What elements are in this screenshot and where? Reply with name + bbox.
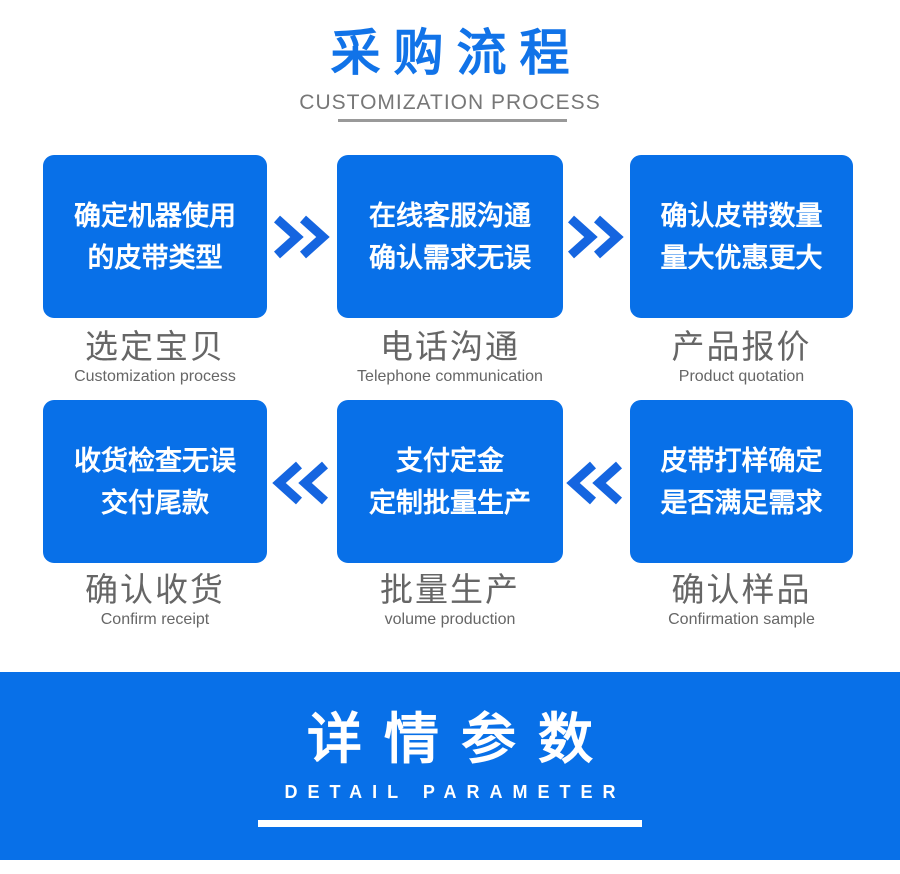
subtitle-underline <box>338 119 567 122</box>
flow-step-box-select-product: 确定机器使用 的皮带类型 <box>43 155 267 318</box>
step-label-cn: 电话沟通 <box>380 328 520 365</box>
flow-step-box-confirm-quantity: 确认皮带数量 量大优惠更大 <box>630 155 853 318</box>
banner-subtitle: DETAIL PARAMETER <box>284 782 626 802</box>
step-text-line: 收货检查无误 <box>74 445 236 476</box>
flow-step-box-pay-deposit: 支付定金 定制批量生产 <box>337 400 563 563</box>
step-label-en: volume production <box>384 611 516 628</box>
step-label-cn: 批量生产 <box>380 571 520 608</box>
step-text-line: 确认皮带数量 <box>660 200 823 231</box>
step-text-line: 确定机器使用 <box>74 200 236 231</box>
step-label-cn: 确认样品 <box>671 571 812 608</box>
step-text-line: 是否满足需求 <box>660 487 823 518</box>
flow-step-box-sample-confirm: 皮带打样确定 是否满足需求 <box>630 400 853 563</box>
step-text-line: 支付定金 <box>396 445 504 476</box>
step-label-en: Customization process <box>74 368 236 385</box>
step-label-cn: 选定宝贝 <box>85 328 225 365</box>
step-text-line: 量大优惠更大 <box>660 242 823 273</box>
double-chevron-right-icon <box>272 214 330 260</box>
page-title: 采购流程 <box>330 25 583 81</box>
step-text-line: 交付尾款 <box>101 487 209 518</box>
step-label-en: Product quotation <box>678 368 805 385</box>
double-chevron-left-icon <box>272 460 330 506</box>
flow-step-box-receive-check: 收货检查无误 交付尾款 <box>43 400 267 563</box>
double-chevron-right-icon <box>566 214 624 260</box>
banner-underline <box>258 820 642 827</box>
page-subtitle: CUSTOMIZATION PROCESS <box>299 91 601 114</box>
step-text-line: 定制批量生产 <box>369 487 531 518</box>
step-label-en: Confirm receipt <box>100 611 210 628</box>
step-text-line: 确认需求无误 <box>369 242 531 273</box>
detail-parameter-banner: 详情参数 DETAIL PARAMETER <box>0 672 900 860</box>
step-label-cn: 产品报价 <box>671 328 812 365</box>
step-label-en: Telephone communication <box>357 368 543 385</box>
step-label-cn: 确认收货 <box>85 571 225 608</box>
double-chevron-left-icon <box>566 460 624 506</box>
step-text-line: 皮带打样确定 <box>660 445 823 476</box>
flow-step-box-online-service: 在线客服沟通 确认需求无误 <box>337 155 563 318</box>
step-text-line: 在线客服沟通 <box>369 200 531 231</box>
step-label-en: Confirmation sample <box>668 611 815 628</box>
banner-title: 详情参数 <box>306 708 615 770</box>
step-text-line: 的皮带类型 <box>87 242 223 273</box>
